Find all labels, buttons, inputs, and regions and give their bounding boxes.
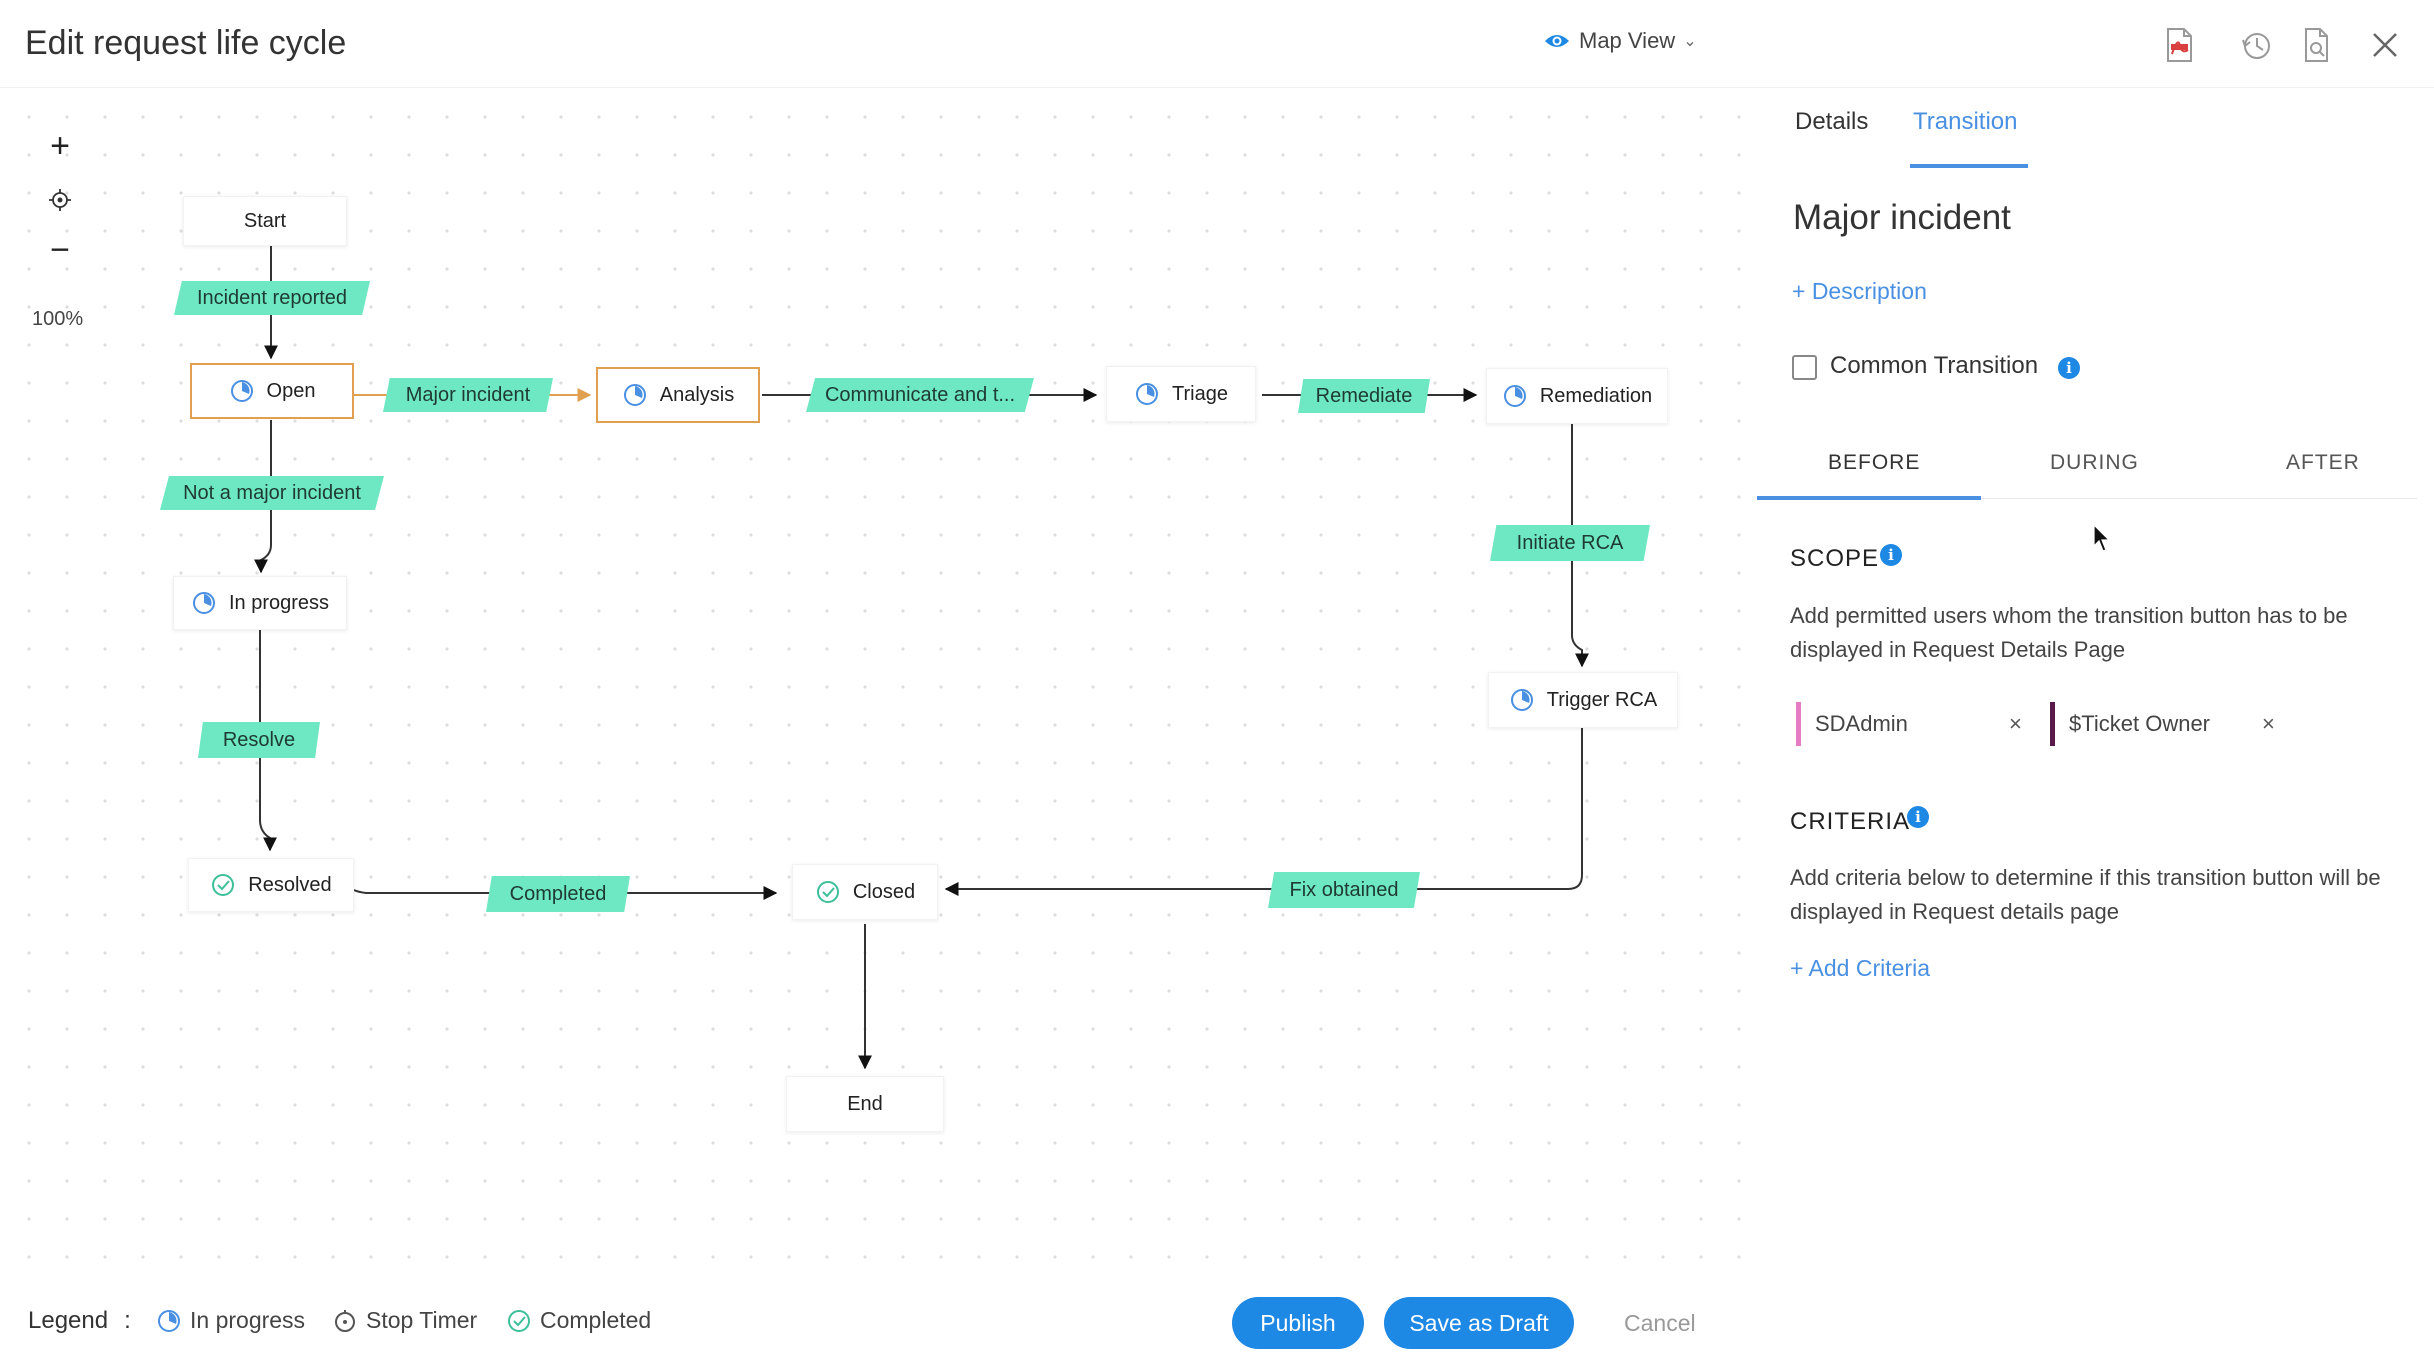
add-description-link[interactable]: + Description [1792, 278, 1927, 304]
common-transition-label: Common Transition [1830, 352, 2039, 379]
node-label: Remediation [1539, 384, 1653, 407]
scope-title: SCOPE [1790, 545, 1880, 572]
transition-fix-obtained[interactable]: Fix obtained [1268, 872, 1420, 908]
remove-chip-icon[interactable]: × [2009, 711, 2022, 736]
legend-label: Legend [28, 1307, 109, 1334]
transition-communicate[interactable]: Communicate and t... [806, 378, 1034, 412]
chip-color-bar [1796, 702, 1801, 746]
zoom-level: 100% [32, 308, 84, 330]
in-progress-icon [158, 1309, 180, 1332]
info-icon[interactable]: i [2058, 357, 2080, 379]
zoom-in-button[interactable]: + [50, 126, 70, 165]
subtab-divider [1757, 498, 2417, 499]
legend-completed: Completed [506, 1307, 651, 1334]
cancel-button[interactable]: Cancel [1624, 1310, 1696, 1336]
legend-in-progress: In progress [156, 1307, 305, 1334]
in-progress-icon [192, 592, 215, 614]
node-label: Trigger RCA [1546, 688, 1658, 711]
scope-description: Add permitted users whom the transition … [1790, 603, 2348, 662]
chip-label: SDAdmin [1815, 711, 1908, 736]
chip-color-bar [2050, 702, 2055, 746]
page-title: Edit request life cycle [25, 24, 347, 62]
node-triage[interactable]: Triage [1106, 366, 1256, 422]
subtab-during[interactable]: DURING [2050, 451, 2139, 474]
legend-stop-timer: Stop Timer [332, 1307, 477, 1334]
remove-chip-icon[interactable]: × [2262, 711, 2275, 736]
tab-active-indicator [1910, 164, 2028, 168]
subtab-before[interactable]: BEFORE [1828, 451, 1921, 474]
node-end[interactable]: End [786, 1076, 944, 1132]
node-open[interactable]: Open [190, 363, 354, 419]
node-remediation[interactable]: Remediation [1486, 368, 1668, 424]
in-progress-icon [230, 380, 253, 402]
header: Edit request life cycle Map View ⌄ [0, 0, 2434, 88]
criteria-title: CRITERIA [1790, 808, 1911, 835]
node-label: Analysis [659, 383, 735, 406]
mouse-cursor-icon [2093, 524, 2111, 552]
map-view-label: Map View [1579, 28, 1676, 53]
tab-transition[interactable]: Transition [1913, 108, 2018, 135]
save-as-draft-button[interactable]: Save as Draft [1384, 1297, 1574, 1349]
node-resolved[interactable]: Resolved [188, 858, 354, 912]
node-start[interactable]: Start [183, 196, 347, 246]
legend-item-label: Stop Timer [366, 1307, 478, 1333]
node-label: Resolved [248, 873, 332, 896]
node-label: Start [243, 209, 287, 232]
recenter-icon[interactable] [40, 180, 80, 220]
transition-initiate-rca[interactable]: Initiate RCA [1490, 525, 1650, 561]
scope-chip-ticket-owner: $Ticket Owner [2050, 700, 2210, 748]
subtab-after[interactable]: AFTER [2286, 451, 2360, 474]
legend-item-label: In progress [190, 1307, 306, 1333]
in-progress-icon [1510, 689, 1533, 711]
publish-button[interactable]: Publish [1232, 1297, 1364, 1349]
scope-chip-sdadmin: SDAdmin [1796, 700, 1908, 748]
transition-not-major-incident[interactable]: Not a major incident [160, 476, 384, 510]
map-view-dropdown[interactable]: Map View ⌄ [1543, 28, 1697, 54]
subtab-active-indicator [1757, 496, 1981, 500]
completed-icon [816, 881, 839, 903]
transition-incident-reported[interactable]: Incident reported [174, 281, 370, 315]
transition-major-incident[interactable]: Major incident [383, 378, 553, 412]
pdf-icon[interactable] [2160, 26, 2198, 64]
document-search-icon[interactable] [2298, 26, 2336, 64]
transition-remediate[interactable]: Remediate [1298, 379, 1430, 413]
node-trigger-rca[interactable]: Trigger RCA [1488, 672, 1678, 728]
in-progress-icon [1503, 385, 1526, 407]
stop-timer-icon [335, 1309, 355, 1332]
node-label: Triage [1172, 382, 1228, 405]
node-in-progress[interactable]: In progress [173, 576, 347, 630]
add-criteria-link[interactable]: + Add Criteria [1790, 955, 1930, 981]
zoom-out-button[interactable]: − [50, 230, 70, 269]
transition-resolve[interactable]: Resolve [198, 722, 320, 758]
node-label: In progress [228, 591, 330, 614]
transition-completed[interactable]: Completed [486, 876, 630, 912]
in-progress-icon [623, 384, 646, 406]
legend-separator: : [124, 1307, 131, 1334]
node-label: End [847, 1092, 883, 1115]
node-closed[interactable]: Closed [792, 864, 938, 920]
completed-icon [508, 1309, 530, 1332]
scope-info-icon[interactable]: i [1880, 544, 1902, 566]
criteria-info-icon[interactable]: i [1907, 806, 1929, 828]
chip-label: $Ticket Owner [2069, 711, 2211, 736]
completed-icon [212, 874, 235, 896]
transition-title: Major incident [1793, 198, 2011, 237]
common-transition-checkbox[interactable] [1792, 355, 1817, 380]
tab-details[interactable]: Details [1795, 108, 1869, 135]
transition-panel [1757, 88, 2434, 1372]
eye-icon [1545, 35, 1569, 47]
close-icon[interactable] [2366, 26, 2404, 64]
legend-item-label: Completed [540, 1307, 652, 1333]
in-progress-icon [1136, 383, 1159, 405]
criteria-description: Add criteria below to determine if this … [1790, 865, 2381, 924]
node-analysis[interactable]: Analysis [596, 367, 760, 423]
history-icon[interactable] [2238, 26, 2276, 64]
node-label: Open [266, 379, 316, 402]
node-label: Closed [852, 880, 916, 903]
legend: Legend : [28, 1307, 131, 1335]
chevron-down-icon: ⌄ [1683, 33, 1697, 50]
